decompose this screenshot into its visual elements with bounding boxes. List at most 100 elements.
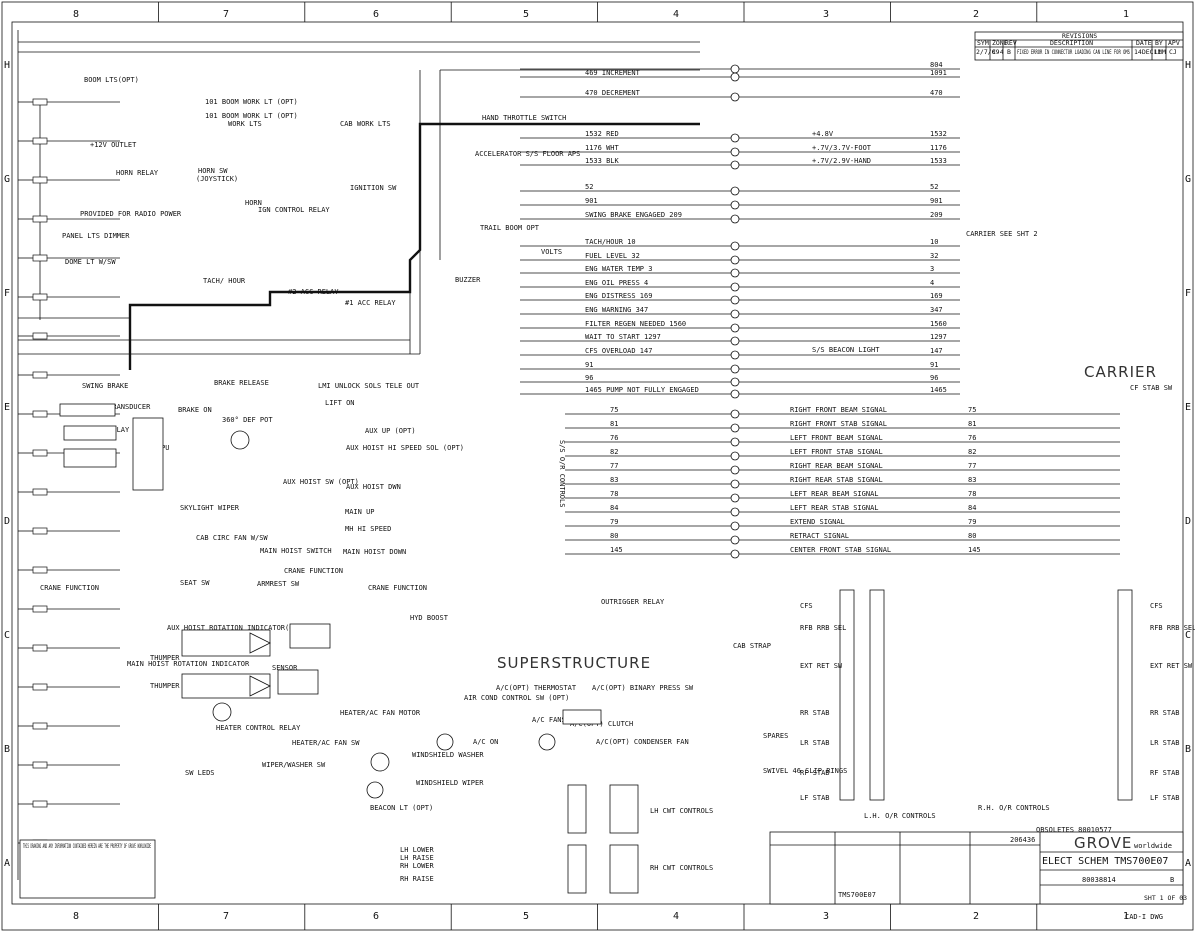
connector-pin — [730, 423, 740, 433]
power-rails — [17, 30, 700, 880]
label-ac-fans: A/C FANS (OPT) — [532, 716, 591, 724]
model-number: TMS700E07 — [838, 891, 876, 899]
cad-label: CAD-I DWG — [1125, 913, 1163, 921]
company-name: GROVE — [1074, 834, 1132, 852]
label-aux-rot: AUX HOIST ROTATION INDICATOR(OPT) — [167, 624, 306, 632]
switch-label-left: RF STAB — [800, 769, 830, 777]
label-lh-raise: LH RAISE — [400, 854, 434, 862]
connector-pin — [730, 465, 740, 475]
swivel-label: SWIVEL 46 SLIP RINGS — [763, 767, 847, 775]
mid-signal-label: ENG DISTRESS 169 — [585, 292, 652, 300]
label-main-hoist-sw: MAIN HOIST SWITCH — [260, 547, 332, 555]
switch-label: RFB RRB SEL — [1150, 624, 1195, 632]
connector-pin — [730, 437, 740, 447]
zone-number-bottom: 8 — [73, 911, 79, 922]
label-outlet: +12V OUTLET — [90, 141, 137, 149]
label-ac-clutch: A/C(OPT) CLUTCH — [570, 720, 633, 728]
label-wiper-sw: WIPER/WASHER SW — [262, 761, 326, 769]
label-horn: HORN — [245, 199, 262, 207]
footer-note-box — [19, 839, 156, 899]
fuse-icon — [32, 137, 48, 145]
zone-number-top: 5 — [523, 9, 529, 20]
signal-wire-post: 76 — [968, 434, 976, 442]
signal-wire-pre: 84 — [610, 504, 618, 512]
rev-row-sym: 2/7/09 — [976, 48, 1000, 56]
label-def-pot: 360° DEF POT — [222, 416, 273, 424]
label-cf-stab: CF STAB SW — [1130, 384, 1173, 392]
mid-signal-label: 470 DECREMENT — [585, 89, 641, 97]
zone-letter-right: F — [1185, 288, 1191, 299]
footer-note: THIS DRAWING AND ANY INFORMATION CONTAIN… — [23, 842, 151, 850]
signal-wire-post: 75 — [968, 406, 976, 414]
zone-letter-right: D — [1185, 516, 1191, 527]
signal-wire-pre: 83 — [610, 476, 618, 484]
main-amp-icon — [249, 675, 271, 697]
mid-signal-label: 1533 BLK — [585, 157, 620, 165]
connector-pin — [730, 364, 740, 374]
label-tach-hour: TACH/ HOUR — [203, 277, 246, 285]
beacon-icon — [366, 781, 384, 799]
fuse-icon — [32, 254, 48, 262]
heater-fan-icon — [436, 733, 454, 751]
label-trail-boom: TRAIL BOOM OPT — [480, 224, 540, 232]
signal-name: LEFT REAR STAB SIGNAL — [790, 504, 879, 512]
company-sub: worldwide — [1134, 842, 1172, 850]
label-horn-relay: HORN RELAY — [116, 169, 159, 177]
zone-number-top: 3 — [823, 9, 829, 20]
fuse-icon — [32, 371, 48, 379]
zone-number-bottom: 5 — [523, 911, 529, 922]
zone-number-bottom: 2 — [973, 911, 979, 922]
label-rh-lower: RH LOWER — [400, 862, 435, 870]
mid-signal-label: 1176 WHT — [585, 144, 620, 152]
label-aux-hoist-dwn: AUX HOIST DWN — [346, 483, 401, 491]
rh-controls-label: R.H. O/R CONTROLS — [978, 804, 1050, 812]
zone-letter-left: D — [4, 516, 10, 527]
mid-signal-label: SWING BRAKE ENGAGED 209 — [585, 211, 682, 219]
mid-signal-wire: 1465 — [930, 386, 947, 394]
rev-col-zone: ZONE — [992, 39, 1008, 47]
switch-label: EXT RET SW — [1150, 662, 1193, 670]
switch-label: LR STAB — [1150, 739, 1180, 747]
label-radio: PROVIDED FOR RADIO POWER — [80, 210, 182, 218]
switch-label-left: EXT RET SW — [800, 662, 843, 670]
connector-pin — [730, 350, 740, 360]
rotation-indicators — [181, 623, 331, 699]
switch-label-left: LF STAB — [800, 794, 830, 802]
label-crane-fn: CRANE FUNCTION — [40, 584, 99, 592]
rev-row-zone: C-4 — [992, 48, 1004, 56]
label-sensor2: SENSOR — [272, 664, 298, 672]
connector-pin — [730, 64, 740, 74]
label-main-rot: MAIN HOIST ROTATION INDICATOR — [127, 660, 250, 668]
label-work-lts: WORK LTS — [228, 120, 262, 128]
connector-pin — [730, 507, 740, 517]
switch-label-left: RR STAB — [800, 709, 830, 717]
label-beacon: BEACON LT (OPT) — [370, 804, 433, 812]
signal-wire-post: 80 — [968, 532, 976, 540]
sheet-number: SHT 1 OF 03 — [1144, 894, 1187, 902]
label-horn-sw: HORN SW — [198, 167, 228, 175]
label-brake-on: BRAKE ON — [178, 406, 212, 414]
led-bar-box — [63, 425, 117, 441]
left-component-labels: BOOM LTS(OPT)101 BOOM WORK LT (OPT)101 B… — [40, 76, 1173, 883]
lmi-cpu-box — [132, 417, 164, 491]
connector-pin — [730, 72, 740, 82]
connector-pin — [730, 521, 740, 531]
fuse-icon — [32, 98, 48, 106]
ac-block — [212, 702, 602, 799]
zone-number-bottom: 4 — [673, 911, 679, 922]
signal-name: LEFT FRONT BEAM SIGNAL — [790, 434, 883, 442]
label-ign-relay: IGN CONTROL RELAY — [258, 206, 330, 214]
mid-signal-wire: 96 — [930, 374, 938, 382]
mid-signal-wire: 347 — [930, 306, 943, 314]
fuse-icon — [32, 605, 48, 613]
signal-wire-post: 81 — [968, 420, 976, 428]
rev-letter: B — [1170, 876, 1174, 884]
zone-letter-left: C — [4, 630, 10, 641]
zone-letter-left: F — [4, 288, 10, 299]
connector-pin — [730, 451, 740, 461]
zone-number-top: 4 — [673, 9, 679, 20]
label-crane-fn3: CRANE FUNCTION — [368, 584, 427, 592]
